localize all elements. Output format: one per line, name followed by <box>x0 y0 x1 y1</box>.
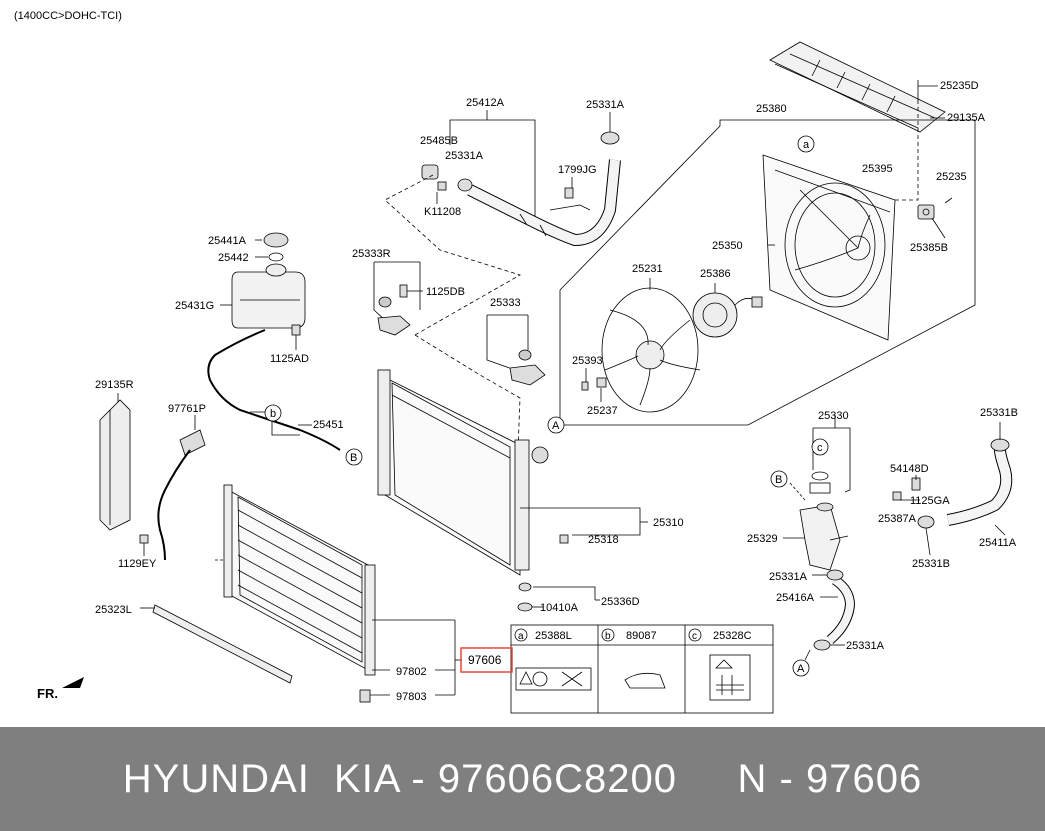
part-callout-97761p[interactable]: 97761P <box>168 403 206 415</box>
part-callout-25385b[interactable]: 25385B <box>910 242 948 254</box>
ref-circle-B-hose: B <box>350 452 357 464</box>
ref-circle-A-radiator: A <box>552 420 560 432</box>
reservoir-tank-shape <box>231 232 306 329</box>
front-direction-label: FR. <box>37 686 58 701</box>
part-callout-25330[interactable]: 25330 <box>818 410 849 422</box>
ref-circle-B-thermostat: B <box>775 474 782 486</box>
part-callout-1125ad[interactable]: 1125AD <box>270 353 309 365</box>
part-callout-25431g[interactable]: 25431G <box>175 300 214 312</box>
part-callout-97803[interactable]: 97803 <box>396 691 427 703</box>
part-callout-1799jg[interactable]: 1799JG <box>558 164 597 176</box>
part-callout-25386[interactable]: 25386 <box>700 268 731 280</box>
part-callout-1125db[interactable]: 1125DB <box>426 286 465 298</box>
legend-table-frame <box>510 624 774 714</box>
part-callout-25310[interactable]: 25310 <box>653 517 684 529</box>
part-callout-10410a[interactable]: 10410A <box>540 602 579 614</box>
footer-part-number-text: HYUNDAI KIA - 97606C8200 N - 97606 <box>122 756 923 801</box>
part-callout-25331a_r1[interactable]: 25331A <box>769 571 808 583</box>
part-callout-25235d[interactable]: 25235D <box>940 80 979 92</box>
parts-diagram: 97606 a b c A B B A a b c 25388L 89087 2… <box>62 41 1018 714</box>
upper-hose-shape <box>467 159 621 247</box>
condenser-shape <box>223 484 376 676</box>
fan-blade-shape <box>601 287 701 413</box>
part-callout-25331a_top[interactable]: 25331A <box>586 99 625 111</box>
legend-letter-a: a <box>518 631 524 642</box>
thermostat-housing-shape <box>799 502 849 571</box>
part-callout-25333[interactable]: 25333 <box>490 297 521 309</box>
part-callout-97802[interactable]: 97802 <box>396 666 427 678</box>
part-callout-25412a[interactable]: 25412A <box>466 97 505 109</box>
parts-diagram-area: 97606 a b c A B B A a b c 25388L 89087 2… <box>14 10 1018 714</box>
front-arrow-icon <box>62 677 84 688</box>
part-callout-29135r[interactable]: 29135R <box>95 379 134 391</box>
part-callout-25442[interactable]: 25442 <box>218 252 249 264</box>
highlight-part-box[interactable] <box>460 647 513 673</box>
part-callout-25411a[interactable]: 25411A <box>979 537 1017 549</box>
fan-motor-shape <box>692 292 763 338</box>
highlight-part-label: 97606 <box>468 653 502 667</box>
ref-circle-A-bottom: A <box>797 663 805 675</box>
part-callout-25237[interactable]: 25237 <box>587 405 618 417</box>
part-callout-25441a[interactable]: 25441A <box>208 235 247 247</box>
part-callout-25380[interactable]: 25380 <box>756 103 787 115</box>
part-callout-25331b_bot[interactable]: 25331B <box>912 558 950 570</box>
part-callout-25395[interactable]: 25395 <box>862 163 893 175</box>
part-callout-25331a_r2[interactable]: 25331A <box>846 640 885 652</box>
legend-letter-b: b <box>605 631 611 642</box>
fan-shroud-shape <box>762 154 896 341</box>
ref-circle-c-right: c <box>817 442 823 454</box>
part-callout-25336d[interactable]: 25336D <box>601 596 640 608</box>
connector-shape <box>917 204 935 220</box>
ref-circle-a-top: a <box>803 139 810 151</box>
part-callout-54148d[interactable]: 54148D <box>890 463 929 475</box>
part-callout-25323l[interactable]: 25323L <box>95 604 132 616</box>
part-callout-25231[interactable]: 25231 <box>632 263 663 275</box>
part-callout-25350[interactable]: 25350 <box>712 240 743 252</box>
ref-circle-b-left: b <box>270 408 276 420</box>
part-callout-25329[interactable]: 25329 <box>747 533 778 545</box>
legend-letter-c: c <box>692 631 697 642</box>
part-callout-25393[interactable]: 25393 <box>572 355 603 367</box>
part-callout-25416a[interactable]: 25416A <box>776 592 815 604</box>
radiator-shape <box>377 369 549 576</box>
part-callout-25451[interactable]: 25451 <box>313 419 344 431</box>
part-callout-29135a[interactable]: 29135A <box>947 112 986 124</box>
part-callout-25485b[interactable]: 25485B <box>420 135 458 147</box>
part-callout-25331a_mid[interactable]: 25331A <box>445 150 484 162</box>
shroud-cover-shape <box>769 41 946 133</box>
part-callout-25387a[interactable]: 25387A <box>878 513 917 525</box>
part-callout-25331b_top[interactable]: 25331B <box>980 407 1018 419</box>
part-callout-k11208[interactable]: K11208 <box>424 206 461 218</box>
part-callout-1129ey[interactable]: 1129EY <box>118 558 157 570</box>
part-callout-1125ga[interactable]: 1125GA <box>910 495 950 507</box>
part-callout-25333r[interactable]: 25333R <box>352 248 391 260</box>
legend-part-c[interactable]: 25328C <box>713 630 752 642</box>
part-number-footer: HYUNDAI KIA - 97606C8200 N - 97606 <box>0 727 1045 831</box>
air-guard-shape <box>99 399 131 531</box>
legend-part-b[interactable]: 89087 <box>626 630 657 642</box>
legend-part-a[interactable]: 25388L <box>535 630 572 642</box>
part-callout-25235[interactable]: 25235 <box>936 171 967 183</box>
engine-spec-label: (1400CC>DOHC-TCI) <box>14 10 122 22</box>
part-callout-25318[interactable]: 25318 <box>588 534 619 546</box>
